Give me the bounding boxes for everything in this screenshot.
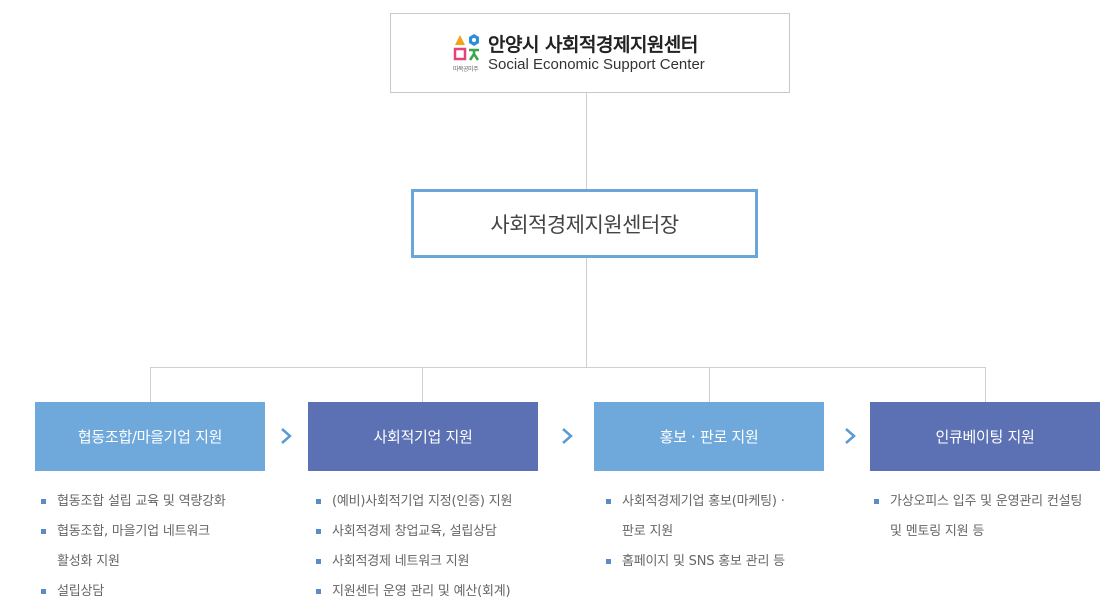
center-logo-icon: 따복공미주: [453, 33, 483, 73]
bullet-icon: [41, 499, 46, 504]
list-item: 설립상담: [41, 577, 226, 607]
dept-label: 인큐베이팅 지원: [935, 428, 1035, 446]
task-text: 가상오피스 입주 및 운영관리 컨설팅: [890, 494, 1083, 509]
director-box: 사회적경제지원센터장: [411, 189, 758, 258]
task-text: 설립상담: [57, 584, 105, 599]
connector-dept-3: [709, 367, 710, 402]
bullet-icon: [316, 559, 321, 564]
center-subtitle: Social Economic Support Center: [488, 56, 705, 73]
center-title: 안양시 사회적경제지원센터: [488, 34, 698, 56]
list-item: 사회적경제 네트워크 지원: [316, 547, 512, 577]
task-text-continued: 활성화 지원: [57, 554, 120, 569]
list-item: (예비)사회적기업 지정(인증) 지원: [316, 487, 512, 517]
task-text: 사회적경제기업 홍보(마케팅) ·: [622, 494, 785, 509]
bullet-icon: [874, 499, 879, 504]
list-item: 사회적경제 창업교육, 설립상담: [316, 517, 512, 547]
dept-incubating-support: 인큐베이팅 지원: [870, 402, 1100, 471]
dept-label: 사회적기업 지원: [373, 428, 473, 446]
chevron-right-icon: [281, 428, 292, 444]
chevron-right-icon: [562, 428, 573, 444]
task-text: 사회적경제 창업교육, 설립상담: [332, 524, 497, 539]
connector-dept-4: [985, 367, 986, 402]
task-text-continued: 및 멘토링 지원 등: [890, 524, 985, 539]
bullet-icon: [41, 529, 46, 534]
bullet-icon: [41, 589, 46, 594]
bullet-icon: [316, 589, 321, 594]
connector-header-director: [586, 92, 587, 189]
task-text: 협동조합 설립 교육 및 역량강화: [57, 494, 226, 509]
bullet-icon: [606, 559, 611, 564]
dept-cooperative-support: 협동조합/마을기업 지원: [35, 402, 265, 471]
dept-3-task-list: 사회적경제기업 홍보(마케팅) · 판로 지원 홈페이지 및 SNS 홍보 관리 …: [606, 487, 785, 577]
connector-director-branch: [586, 255, 587, 367]
dept-label: 홍보 · 판로 지원: [659, 428, 759, 446]
connector-dept-1: [150, 367, 151, 402]
list-item: 협동조합 설립 교육 및 역량강화: [41, 487, 226, 517]
director-label: 사회적경제지원센터장: [490, 212, 679, 237]
center-logo-box: 따복공미주 안양시 사회적경제지원센터 Social Economic Supp…: [390, 13, 790, 93]
task-text: (예비)사회적기업 지정(인증) 지원: [332, 494, 513, 509]
chevron-right-icon: [845, 428, 856, 444]
task-text: 지원센터 운영 관리 및 예산(회계): [332, 584, 511, 599]
dept-social-enterprise-support: 사회적기업 지원: [308, 402, 538, 471]
connector-dept-2: [422, 367, 423, 402]
bullet-icon: [316, 529, 321, 534]
dept-2-task-list: (예비)사회적기업 지정(인증) 지원 사회적경제 창업교육, 설립상담 사회적…: [316, 487, 512, 607]
connector-branch-horizontal: [150, 367, 986, 368]
task-text: 홈페이지 및 SNS 홍보 관리 등: [622, 554, 785, 569]
bullet-icon: [606, 499, 611, 504]
list-item: 지원센터 운영 관리 및 예산(회계): [316, 577, 512, 607]
logo-tagline: 따복공미주: [453, 66, 479, 73]
task-text: 사회적경제 네트워크 지원: [332, 554, 470, 569]
dept-promotion-sales-support: 홍보 · 판로 지원: [594, 402, 824, 471]
list-item: 홈페이지 및 SNS 홍보 관리 등: [606, 547, 785, 577]
dept-label: 협동조합/마을기업 지원: [77, 428, 223, 446]
task-text-continued: 판로 지원: [622, 524, 673, 539]
bullet-icon: [316, 499, 321, 504]
list-item: 사회적경제기업 홍보(마케팅) · 판로 지원: [606, 487, 785, 547]
task-text: 협동조합, 마을기업 네트워크: [57, 524, 210, 539]
